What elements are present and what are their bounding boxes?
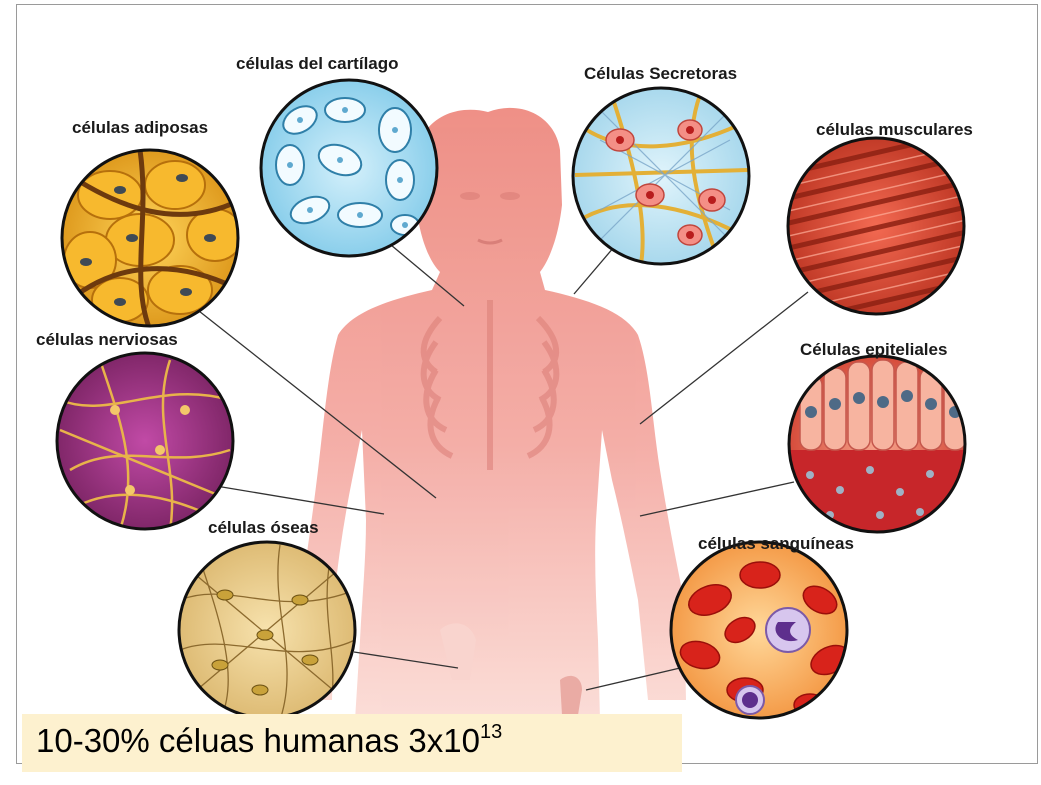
- caption-text: 10-30% céluas humanas 3x1013: [36, 722, 502, 760]
- secretory-cells-circle: [573, 88, 750, 270]
- label-bone-cells: células óseas: [208, 518, 319, 538]
- caption-main: 10-30% céluas humanas 3x10: [36, 722, 480, 759]
- caption-exponent: 13: [480, 721, 502, 743]
- label-secretory-cells: Células Secretoras: [584, 64, 737, 84]
- label-blood-cells: células sanguíneas: [698, 534, 854, 554]
- caption-box: 10-30% céluas humanas 3x1013: [22, 714, 682, 772]
- nerve-cells-circle: [57, 353, 233, 530]
- cartilage-cells-circle: [261, 80, 437, 256]
- blood-cells-circle: [671, 542, 854, 718]
- label-epithelial-cells: Células epiteliales: [800, 340, 947, 360]
- adipose-cells-circle: [62, 150, 243, 330]
- label-adipose-cells: células adiposas: [72, 118, 208, 138]
- label-nerve-cells: células nerviosas: [36, 330, 178, 350]
- muscle-cells-circle: [780, 130, 975, 325]
- epithelial-cells-circle: [788, 356, 968, 540]
- label-cartilage-cells: células del cartílago: [236, 54, 399, 74]
- label-muscle-cells: células musculares: [816, 120, 973, 140]
- bone-cells-circle: [179, 542, 355, 720]
